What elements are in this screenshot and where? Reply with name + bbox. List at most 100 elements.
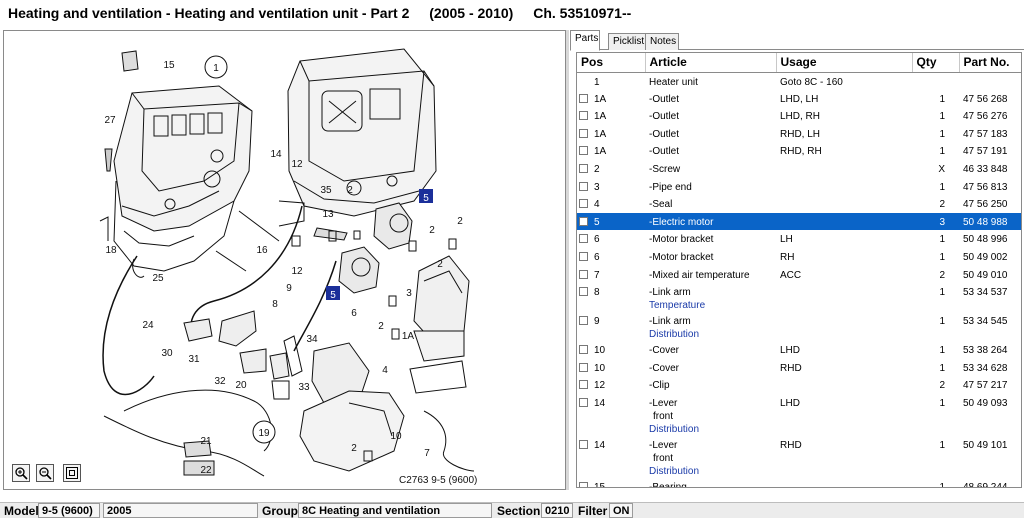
callout-27[interactable]: 27	[104, 115, 116, 126]
tab-picklist[interactable]: Picklist	[608, 33, 646, 50]
callout-2[interactable]: 2	[429, 225, 435, 236]
row-checkbox[interactable]	[579, 269, 588, 279]
callout-21[interactable]: 21	[200, 436, 212, 447]
row-checkbox[interactable]	[579, 316, 588, 326]
zoom-out-button[interactable]	[36, 464, 54, 482]
callout-16[interactable]: 16	[256, 245, 268, 256]
row-checkbox[interactable]	[579, 163, 588, 173]
callout-8[interactable]: 8	[272, 299, 278, 310]
callout-14[interactable]: 14	[270, 149, 282, 160]
col-header-article[interactable]: Article	[645, 53, 777, 73]
callout-15[interactable]: 15	[163, 60, 175, 71]
callout-label: 35	[320, 185, 332, 196]
callout-2[interactable]: 2	[457, 216, 463, 227]
year-field[interactable]: 2005	[103, 503, 258, 518]
callout-20[interactable]: 20	[235, 380, 247, 391]
callout-5[interactable]: 5	[419, 189, 433, 204]
zoom-in-button[interactable]	[12, 464, 30, 482]
cell-part-no: 50 49 010	[963, 269, 1008, 281]
callout-2[interactable]: 2	[347, 185, 353, 196]
callout-2[interactable]: 2	[351, 443, 357, 454]
row-checkbox[interactable]	[579, 380, 588, 390]
row-checkbox[interactable]	[579, 481, 588, 487]
callout-5[interactable]: 5	[326, 286, 340, 301]
callout-34[interactable]: 34	[306, 334, 318, 345]
row-checkbox[interactable]	[579, 345, 588, 355]
callout-22[interactable]: 22	[200, 465, 212, 476]
callout-7[interactable]: 7	[424, 448, 430, 459]
row-checkbox[interactable]	[579, 397, 588, 407]
callout-2[interactable]: 2	[437, 259, 443, 270]
callout-13[interactable]: 13	[322, 209, 334, 220]
fit-page-button[interactable]	[63, 464, 81, 482]
row-checkbox[interactable]	[579, 251, 588, 261]
callout-25[interactable]: 25	[152, 273, 164, 284]
callout-33[interactable]: 33	[298, 382, 310, 393]
callout-3[interactable]: 3	[406, 288, 412, 299]
callout-12[interactable]: 12	[291, 266, 303, 277]
callout-10[interactable]: 10	[390, 431, 402, 442]
callout-1A[interactable]: 1A	[402, 331, 415, 342]
callout-24[interactable]: 24	[142, 320, 154, 331]
row-checkbox[interactable]	[579, 93, 588, 103]
tab-parts[interactable]: Parts	[570, 30, 600, 51]
tab-notes[interactable]: Notes	[645, 33, 679, 50]
callout-1[interactable]: 1	[204, 55, 228, 79]
row-checkbox[interactable]	[579, 181, 588, 191]
row-checkbox[interactable]	[579, 111, 588, 121]
row-checkbox[interactable]	[579, 216, 588, 226]
callout-35[interactable]: 35	[320, 185, 332, 196]
row-checkbox[interactable]	[579, 234, 588, 244]
callout-19[interactable]: 19	[252, 420, 276, 444]
col-header-qty[interactable]: Qty	[912, 53, 960, 73]
row-checkbox[interactable]	[579, 199, 588, 209]
callout-2[interactable]: 2	[378, 321, 384, 332]
section-field[interactable]: 0210	[541, 503, 573, 518]
callout-12[interactable]: 12	[291, 159, 303, 170]
callout-30[interactable]: 30	[161, 348, 173, 359]
callout-6[interactable]: 6	[351, 308, 357, 319]
callout-32[interactable]: 32	[214, 376, 226, 387]
row-checkbox[interactable]	[579, 146, 588, 156]
panel-splitter[interactable]	[566, 30, 569, 490]
cell-qty: 1	[939, 287, 945, 299]
row-checkbox[interactable]	[579, 128, 588, 138]
group-field[interactable]: 8C Heating and ventilation	[298, 503, 492, 518]
callout-9[interactable]: 9	[286, 283, 292, 294]
row-checkbox[interactable]	[579, 362, 588, 372]
col-header-part-no[interactable]: Part No.	[959, 53, 1021, 73]
callout-4[interactable]: 4	[382, 365, 388, 376]
col-header-pos[interactable]: Pos	[577, 53, 646, 73]
article-text: -Link arm	[649, 287, 691, 299]
filter-field[interactable]: ON	[609, 503, 633, 518]
callout-31[interactable]: 31	[188, 354, 200, 365]
col-header-usage[interactable]: Usage	[776, 53, 913, 73]
row-checkbox[interactable]	[579, 287, 588, 297]
callout-18[interactable]: 18	[105, 245, 117, 256]
model-field[interactable]: 9-5 (9600)	[38, 503, 100, 518]
row-checkbox[interactable]	[579, 439, 588, 449]
